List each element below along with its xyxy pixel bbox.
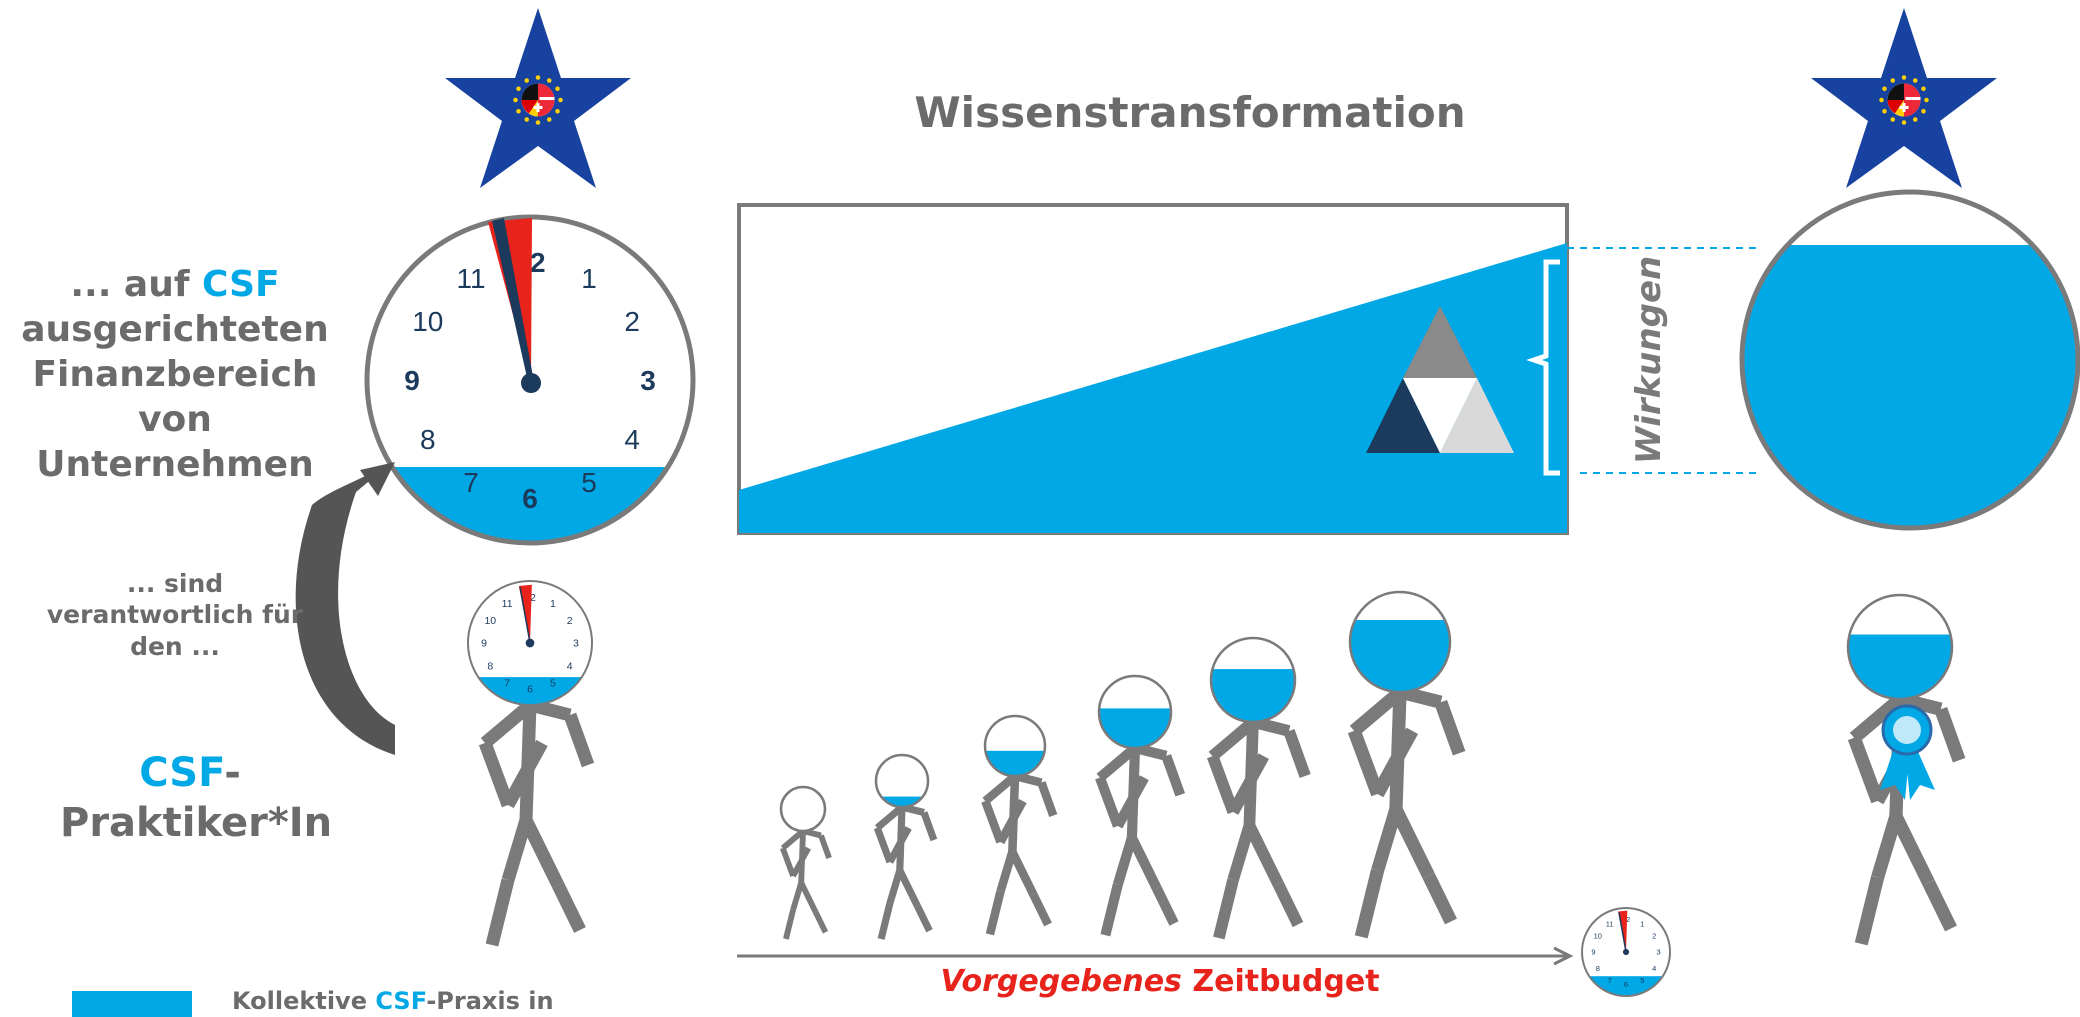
- clock-number: 4: [567, 661, 573, 673]
- clock-number: 2: [1652, 931, 1656, 940]
- knowledge-circle: [1739, 189, 2080, 531]
- stick-figure: [1095, 674, 1186, 937]
- small-clock-icon: 121234567891011: [1581, 907, 1671, 997]
- clock-number: 1: [1640, 919, 1644, 928]
- clock-number: 6: [1624, 980, 1628, 989]
- stick-figure: [1347, 590, 1466, 939]
- clock-number: 10: [484, 615, 496, 627]
- clock-number: 1: [550, 598, 556, 610]
- stick-figure: [873, 753, 938, 940]
- clock-number: 10: [412, 306, 443, 337]
- eu-star-left: [445, 8, 631, 188]
- award-badge-icon: [1880, 704, 1935, 800]
- clock-number: 2: [567, 615, 573, 627]
- legend-text: Kollektive CSF-Praxis in: [232, 987, 554, 1015]
- clock-number: 7: [1608, 976, 1612, 985]
- clock-number: 2: [624, 306, 640, 337]
- stick-figure: [981, 714, 1058, 936]
- stick-figure: [779, 785, 832, 940]
- clock-number: 4: [1652, 964, 1656, 973]
- clock-numbers: 121234567891011: [404, 247, 656, 514]
- flag-seal-icon: [1875, 71, 1933, 129]
- page-title: Wissenstransformation: [914, 88, 1466, 137]
- knowledge-wedge: [737, 203, 1569, 535]
- clock-number: 3: [573, 638, 579, 650]
- eu-star-right: [1811, 8, 1997, 188]
- clock-number: 5: [1640, 976, 1644, 985]
- flag-seal-icon: [509, 71, 567, 129]
- clock-number: 6: [522, 483, 538, 514]
- clock-number: 8: [487, 661, 493, 673]
- clock-number: 10: [1594, 931, 1602, 940]
- clock-number: 6: [527, 684, 533, 696]
- clock-number: 5: [581, 467, 597, 498]
- clock-number: 11: [502, 598, 513, 610]
- clock-number: 8: [420, 424, 436, 455]
- clock-number: 4: [624, 424, 640, 455]
- responsibility-label: ... sind verantwortlich für den ...: [46, 569, 304, 661]
- effects-bracket: [1526, 259, 1560, 476]
- clock-number: 8: [1596, 964, 1600, 973]
- clock-number: 3: [1657, 948, 1661, 957]
- mini-clock-icon: 121234567891011: [1581, 907, 1671, 997]
- clock-number: 5: [550, 678, 556, 690]
- legend-swatch: [72, 991, 192, 1017]
- clock-number: 1: [581, 263, 597, 294]
- clock-number: 3: [640, 365, 656, 396]
- effects-label: Wirkungen: [1629, 256, 1669, 465]
- triangle-logo-icon: [1366, 306, 1514, 453]
- stick-figures: 121234567891011: [467, 580, 1966, 947]
- clock-number: 7: [463, 467, 479, 498]
- curved-arrow: [295, 462, 395, 755]
- time-budget-label: Vorgegebenes Zeitbudget: [940, 964, 1380, 999]
- clock-number: 11: [456, 263, 485, 294]
- stick-figure: [1207, 636, 1311, 940]
- clock-number: 9: [404, 365, 420, 396]
- left-label: ... auf CSF ausgerichteten Finanzbereich…: [21, 264, 329, 485]
- clock-number: 9: [481, 638, 487, 650]
- big-clock: 121234567891011: [364, 214, 696, 546]
- clock-number: 9: [1591, 948, 1595, 957]
- stick-figure: 121234567891011: [467, 580, 595, 947]
- practitioner-label: CSF- Praktiker*In: [60, 750, 333, 846]
- clock-number: 11: [1606, 919, 1614, 928]
- clock-number: 7: [504, 678, 510, 690]
